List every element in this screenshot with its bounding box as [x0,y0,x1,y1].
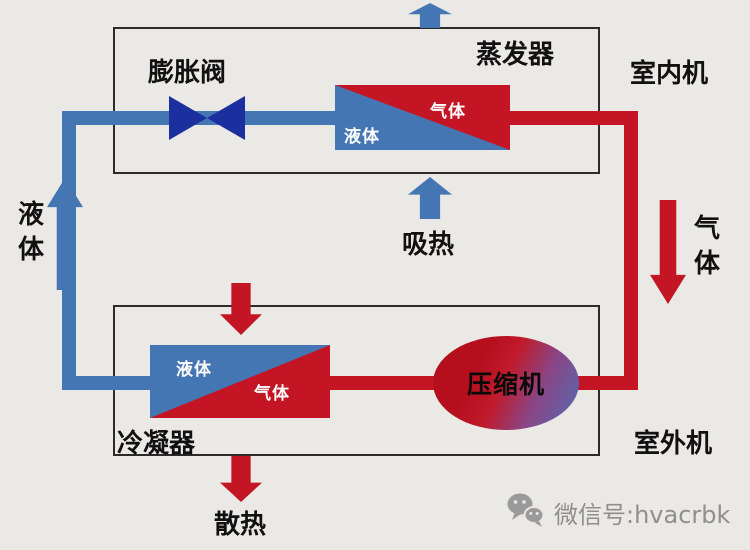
gas-pipe-top-horizontal [508,111,638,125]
condenser-gas-label: 气体 [254,384,290,404]
condenser-liquid-label: 液体 [176,360,212,380]
indoor-unit-label: 室内机 [630,59,709,89]
gas-pipe-bottom-horizontal [576,376,638,390]
evaporator-gas-label: 气体 [430,102,466,122]
gas-line-label: 气体 [693,214,720,280]
liquid-line-flow-arrow [47,178,83,290]
watermark-text: 微信号:hvacrbk [554,500,731,529]
liquid-line-label: 液体 [17,200,44,266]
watermark: 微信号:hvacrbk [506,490,730,534]
release-heat-arrow [220,456,262,502]
gas-line-flow-arrow [650,200,686,304]
wechat-icon [506,490,546,534]
release-heat-label: 散热 [214,510,267,540]
absorb-heat-arrow [408,177,452,219]
outdoor-unit-label: 室外机 [634,429,713,459]
expansion-valve-label: 膨胀阀 [148,58,227,88]
compressor: 压缩机 [433,336,579,430]
condenser-to-compressor-pipe [328,376,440,390]
condenser [150,345,330,418]
condenser-label: 冷凝器 [117,429,196,459]
expansion-valve-right-triangle [207,96,245,140]
liquid-pipe-bottom-horizontal [62,376,154,390]
gas-pipe-right-vertical [624,111,638,390]
compressor-label: 压缩机 [466,370,545,399]
expansion-valve-left-triangle [169,96,207,140]
indoor-unit-box [113,27,600,174]
evaporator-label: 蒸发器 [476,40,555,70]
evaporator [335,85,510,150]
absorb-heat-label: 吸热 [402,230,455,260]
evaporator-liquid-label: 液体 [344,127,380,147]
evaporator-outflow-arrow [408,3,452,28]
